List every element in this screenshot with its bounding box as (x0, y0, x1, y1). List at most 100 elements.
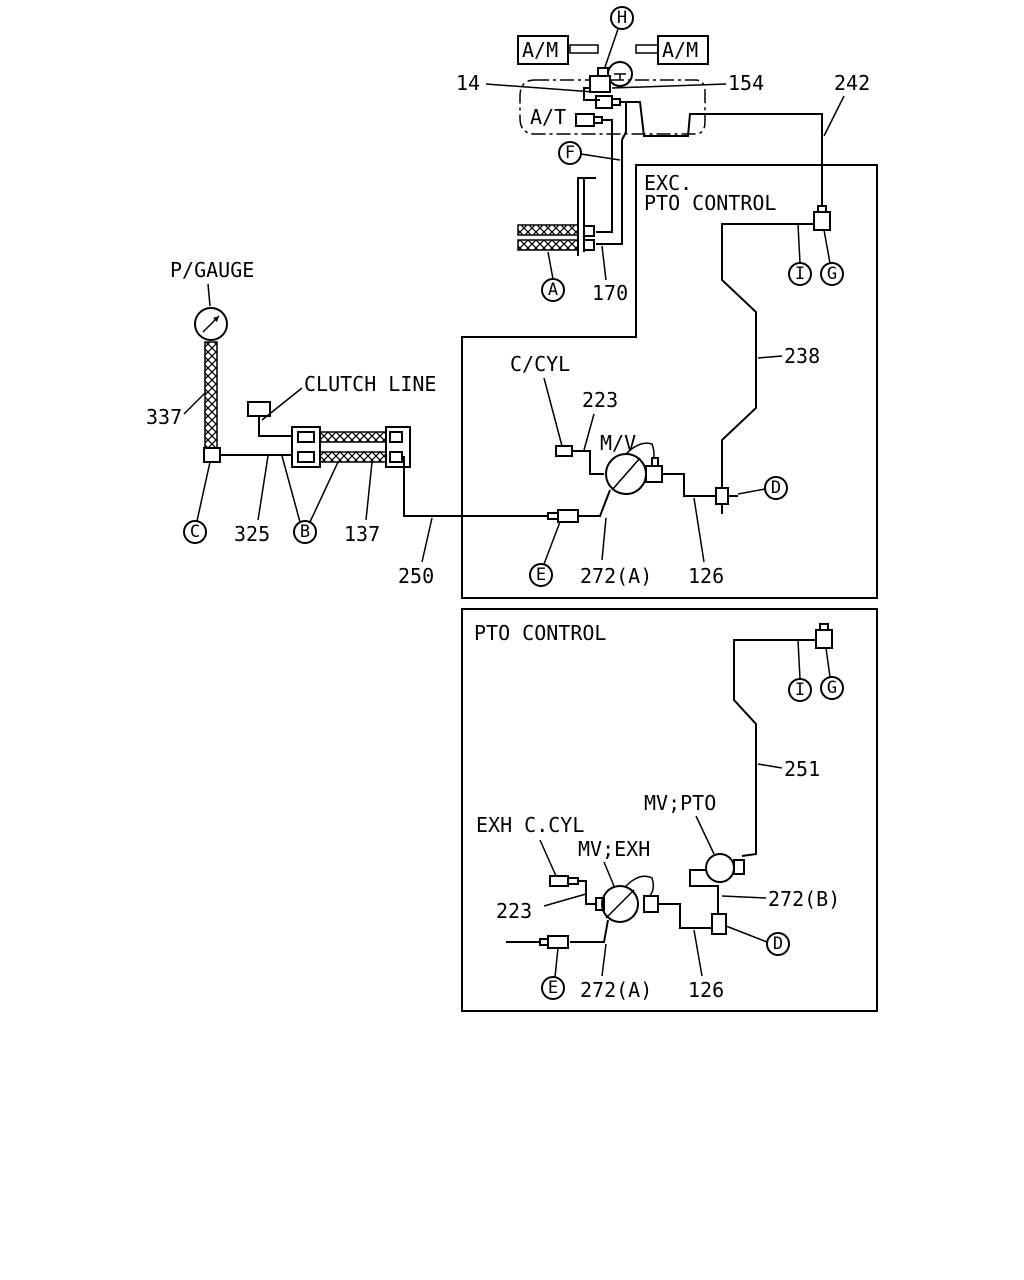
gauge-hose-337 (204, 341, 218, 449)
part-126-bottom: 126 (688, 978, 724, 1002)
pipe-272a-top (578, 489, 611, 517)
part-170: 170 (592, 281, 628, 305)
pto-control-label: PTO CONTROL (474, 621, 606, 645)
part-337: 337 (146, 405, 182, 429)
leader-h (603, 28, 619, 71)
callout-circle-d-top (764, 476, 788, 500)
leader-d-top (737, 488, 766, 495)
connector-left-lower (297, 451, 315, 463)
fitting-g-top-cap (817, 205, 827, 213)
leader-i-bottom (797, 639, 801, 680)
at-fitting-nut (593, 116, 603, 124)
leader-f (580, 153, 621, 161)
leader-c-cyl (543, 377, 563, 447)
pipe-to-a-upper (596, 119, 613, 233)
hose-a-upper-end (583, 225, 595, 237)
valve-circle-mark (614, 73, 626, 80)
leader-272b (721, 895, 767, 899)
c-cyl-fitting (555, 445, 573, 457)
p-gauge-label: P/GAUGE (170, 258, 254, 282)
leader-clutch-line (261, 387, 303, 421)
exh-c-cyl-fitting (549, 875, 569, 887)
pipe-238 (721, 223, 814, 492)
c-cyl-label: C/CYL (510, 352, 570, 376)
part-325: 325 (234, 522, 270, 546)
am-right-box (657, 35, 709, 65)
pipe-clutch-line (258, 416, 292, 437)
exc-label-1: EXC. (644, 171, 692, 195)
am-left-box (517, 35, 569, 65)
part-14: 14 (456, 71, 480, 95)
hose-a-lower-end (583, 239, 595, 251)
callout-e-bottom: E (548, 978, 558, 998)
part-154: 154 (728, 71, 764, 95)
e-fitting-top-nut (547, 512, 559, 520)
leader-251 (757, 763, 783, 769)
pto-control-panel: PTO CONTROL I G 251 MV;PTO 272(B) D EXH … (461, 608, 878, 1012)
clutch-assembly: P/GAUGE 337 C 325 CLUTCH LINE 137 (146, 258, 548, 588)
manifold-fitting-mid (595, 95, 613, 109)
callout-f: F (565, 143, 575, 163)
connector-left-upper (297, 431, 315, 443)
callout-c: C (190, 522, 200, 542)
e-fitting-bottom-nut (539, 938, 549, 946)
exc-label-2: PTO CONTROL (644, 191, 776, 215)
gauge-needle-tip (213, 316, 219, 322)
part-126-top: 126 (688, 564, 724, 588)
leader-g-bottom (825, 647, 831, 678)
callout-h: H (617, 8, 627, 28)
exh-c-cyl-label: EXH C.CYL (476, 813, 584, 837)
pipe-126-bottom (658, 903, 712, 929)
exc-pto-control-panel: EXC. PTO CONTROL I G 238 D C/CYL 223 M/V (461, 164, 878, 599)
mv-exh-fitting (643, 895, 659, 913)
mv-valve-top-mark (611, 457, 641, 491)
leader-272a-bottom (601, 943, 607, 977)
callout-e-top: E (536, 565, 546, 585)
fitting-g-bottom (815, 629, 833, 649)
fitting-g-top (813, 211, 831, 231)
part-250: 250 (398, 564, 434, 588)
top-assembly: A/M A/M A/T H 14 154 242 (456, 6, 870, 305)
part-272a-top: 272(A) (580, 564, 652, 588)
hose-137-lower (319, 451, 387, 463)
leader-137 (365, 461, 373, 521)
callout-i-bottom: I (795, 680, 805, 700)
clutch-line-fitting (247, 401, 271, 417)
callout-a: A (548, 280, 558, 300)
e-fitting-bottom (547, 935, 569, 949)
hose-a-upper (517, 224, 579, 236)
mv-pto-valve (705, 853, 735, 883)
mv-pto-fitting (733, 859, 745, 875)
part-223-bottom: 223 (496, 899, 532, 923)
leader-272a-top (601, 517, 607, 561)
leader-b-right (309, 461, 339, 523)
pipe-251 (733, 639, 816, 857)
callout-circle-g-top (820, 262, 844, 286)
callout-circle-g-bottom (820, 676, 844, 700)
pipe-242 (620, 101, 823, 212)
callout-i-top: I (795, 264, 805, 284)
callout-circle-f (558, 141, 582, 165)
leader-170 (601, 245, 607, 281)
at-label: A/T (530, 105, 566, 129)
leader-238 (757, 355, 783, 359)
part-272b: 272(B) (768, 887, 840, 911)
callout-circle-d-bottom (766, 932, 790, 956)
mv-pto-label: MV;PTO (644, 791, 716, 815)
leader-g-top (823, 229, 831, 264)
leader-i-top (797, 223, 801, 264)
mv-exh-left-nut (595, 897, 605, 911)
e-fitting-top (557, 509, 579, 523)
fitting-c (203, 447, 221, 463)
leader-250 (421, 517, 433, 563)
pipe-126-top (662, 473, 708, 497)
leader-337 (183, 391, 207, 415)
mv-exh-valve (601, 885, 639, 923)
part-242: 242 (834, 71, 870, 95)
callout-g-bottom: G (827, 678, 837, 698)
leader-c (196, 461, 211, 522)
leader-a (547, 251, 554, 280)
callout-circle-e-bottom (541, 976, 565, 1000)
at-outline (519, 79, 706, 135)
